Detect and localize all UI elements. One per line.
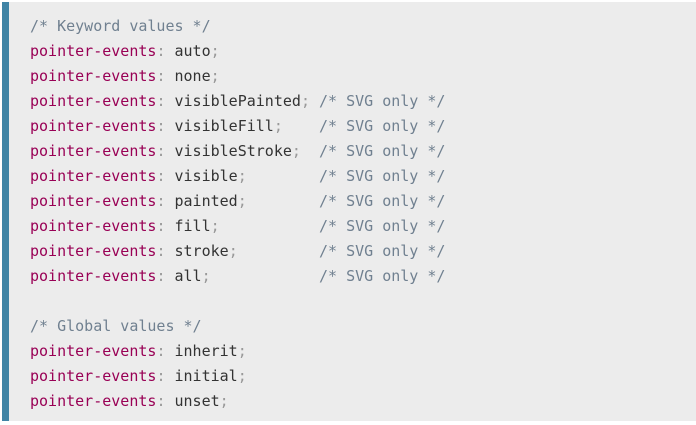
token-colon: : xyxy=(156,167,166,185)
token-value: all xyxy=(165,267,202,285)
token-property: pointer-events xyxy=(30,142,157,160)
token-comment: /* SVG only */ xyxy=(319,267,446,285)
token-colon: : xyxy=(156,92,166,110)
token-colon: : xyxy=(156,392,166,410)
token-colon: : xyxy=(156,242,166,260)
token-alignment-spaces xyxy=(247,167,319,185)
token-semicolon: ; xyxy=(237,342,247,360)
code-line-6: pointer-events: visibleStroke; /* SVG on… xyxy=(30,139,680,164)
token-semicolon: ; xyxy=(237,167,247,185)
code-line-9: pointer-events: fill; /* SVG only */ xyxy=(30,214,680,239)
token-semicolon: ; xyxy=(237,367,247,385)
token-comment: /* Keyword values */ xyxy=(30,17,211,35)
token-colon: : xyxy=(156,42,166,60)
token-property: pointer-events xyxy=(30,42,157,60)
token-value: initial xyxy=(165,367,238,385)
token-comment: /* SVG only */ xyxy=(319,217,446,235)
token-value: painted xyxy=(165,192,238,210)
code-line-3: pointer-events: none; xyxy=(30,64,680,89)
token-property: pointer-events xyxy=(30,367,157,385)
token-semicolon: ; xyxy=(300,92,310,110)
token-comment: /* SVG only */ xyxy=(319,117,446,135)
code-line-1: /* Keyword values */ xyxy=(30,14,680,39)
code-line-11: pointer-events: all; /* SVG only */ xyxy=(30,264,680,289)
token-comment: /* SVG only */ xyxy=(319,167,446,185)
token-property: pointer-events xyxy=(30,217,157,235)
token-semicolon: ; xyxy=(291,142,301,160)
code-line-12 xyxy=(30,289,680,314)
token-alignment-spaces xyxy=(301,142,319,160)
code-line-2: pointer-events: auto; xyxy=(30,39,680,64)
token-property: pointer-events xyxy=(30,117,157,135)
token-colon: : xyxy=(156,217,166,235)
code-line-10: pointer-events: stroke; /* SVG only */ xyxy=(30,239,680,264)
token-colon: : xyxy=(156,142,166,160)
token-semicolon: ; xyxy=(273,117,283,135)
token-comment: /* SVG only */ xyxy=(319,192,446,210)
token-value: stroke xyxy=(165,242,229,260)
code-line-16: pointer-events: unset; xyxy=(30,389,680,414)
token-value: visibleFill xyxy=(165,117,274,135)
token-alignment-spaces xyxy=(211,267,319,285)
token-colon: : xyxy=(156,117,166,135)
token-property: pointer-events xyxy=(30,92,157,110)
code-line-5: pointer-events: visibleFill; /* SVG only… xyxy=(30,114,680,139)
token-comment: /* Global values */ xyxy=(30,317,202,335)
code-line-14: pointer-events: inherit; xyxy=(30,339,680,364)
token-semicolon: ; xyxy=(237,192,247,210)
token-colon: : xyxy=(156,267,166,285)
token-value: unset xyxy=(165,392,220,410)
token-value: visible xyxy=(165,167,238,185)
token-value: fill xyxy=(165,217,211,235)
token-comment: /* SVG only */ xyxy=(319,142,446,160)
token-property: pointer-events xyxy=(30,342,157,360)
token-property: pointer-events xyxy=(30,192,157,210)
token-semicolon: ; xyxy=(210,67,220,85)
code-line-7: pointer-events: visible; /* SVG only */ xyxy=(30,164,680,189)
token-property: pointer-events xyxy=(30,167,157,185)
token-alignment-spaces xyxy=(220,217,319,235)
token-value: visibleStroke xyxy=(165,142,292,160)
token-value: visiblePainted xyxy=(165,92,301,110)
token-colon: : xyxy=(156,367,166,385)
token-property: pointer-events xyxy=(30,392,157,410)
token-alignment-spaces xyxy=(247,192,319,210)
token-semicolon: ; xyxy=(219,392,229,410)
code-line-4: pointer-events: visiblePainted; /* SVG o… xyxy=(30,89,680,114)
token-value: none xyxy=(165,67,211,85)
token-colon: : xyxy=(156,67,166,85)
token-colon: : xyxy=(156,192,166,210)
token-alignment-spaces xyxy=(310,92,319,110)
token-property: pointer-events xyxy=(30,242,157,260)
token-alignment-spaces xyxy=(238,242,319,260)
token-semicolon: ; xyxy=(210,42,220,60)
token-alignment-spaces xyxy=(283,117,319,135)
token-value: auto xyxy=(165,42,211,60)
token-semicolon: ; xyxy=(228,242,238,260)
code-line-13: /* Global values */ xyxy=(30,314,680,339)
token-value: inherit xyxy=(165,342,238,360)
token-property: pointer-events xyxy=(30,67,157,85)
code-line-15: pointer-events: initial; xyxy=(30,364,680,389)
code-line-8: pointer-events: painted; /* SVG only */ xyxy=(30,189,680,214)
token-comment: /* SVG only */ xyxy=(319,92,446,110)
token-semicolon: ; xyxy=(201,267,211,285)
token-semicolon: ; xyxy=(210,217,220,235)
token-comment: /* SVG only */ xyxy=(319,242,446,260)
token-colon: : xyxy=(156,342,166,360)
token-property: pointer-events xyxy=(30,267,157,285)
